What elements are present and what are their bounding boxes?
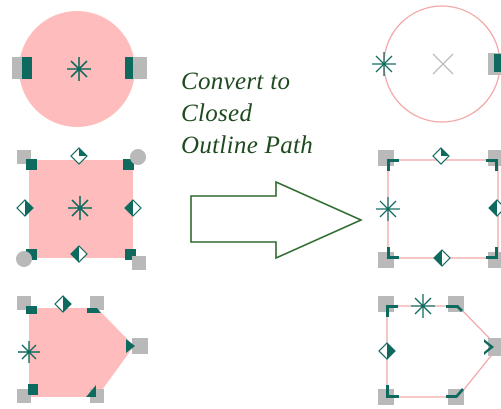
left-asterisk-icon	[376, 197, 400, 221]
center-asterisk-icon	[68, 196, 92, 220]
side-handle-right-icon	[488, 199, 501, 217]
caption: Convert to Closed Outline Path	[181, 66, 351, 162]
center-cross-icon	[432, 53, 454, 75]
convert-arrow-icon	[190, 180, 363, 260]
corner-handle-bottom-right	[488, 252, 501, 268]
caption-line-3: Outline Path	[181, 132, 314, 159]
point-handle-right	[488, 338, 501, 356]
left-asterisk-icon	[372, 52, 396, 76]
square-outline	[387, 159, 499, 259]
corner-handle-top-left	[17, 150, 37, 170]
corner-handle-bottom-left-round	[16, 249, 37, 267]
outline-square-shape	[376, 147, 501, 268]
filled-square-shape	[16, 147, 146, 270]
left-handle-teal	[22, 57, 32, 79]
side-handle-left-icon	[378, 342, 396, 360]
side-handle-top-icon	[70, 147, 88, 165]
left-asterisk-icon	[18, 341, 40, 363]
side-handle-left-icon	[16, 199, 34, 217]
side-handle-bottom-icon	[70, 245, 88, 263]
side-handle-top-icon	[54, 295, 72, 313]
right-handle-teal	[125, 57, 135, 79]
pentagon-fill	[29, 308, 134, 397]
side-handle-top-icon	[432, 147, 450, 165]
top-asterisk-icon	[411, 294, 435, 318]
right-handle-gray	[133, 57, 147, 79]
point-handle-right	[132, 338, 148, 354]
outline-circle-shape	[372, 5, 501, 123]
center-asterisk-icon	[67, 57, 91, 81]
corner-handle-top-right-round	[123, 149, 146, 170]
pentagon-outline	[386, 305, 499, 398]
caption-line-2: Closed	[181, 100, 253, 127]
outline-pentagon-shape	[378, 294, 501, 405]
corner-handle-top-right	[90, 296, 104, 310]
circle-outline	[383, 5, 501, 123]
filled-circle-shape	[12, 11, 147, 127]
filled-pentagon-shape	[17, 295, 148, 403]
corner-handle-bottom-left	[378, 252, 394, 268]
corner-handle-bottom-left	[17, 389, 31, 403]
side-handle-bottom-icon	[433, 249, 451, 267]
corner-handle-top-right	[488, 150, 501, 166]
corner-handle-top-left	[378, 150, 394, 166]
caption-line-1: Convert to	[181, 68, 291, 95]
side-handle-right-icon	[124, 199, 142, 217]
right-handle-teal	[494, 54, 501, 72]
corner-handle-bottom-right	[125, 249, 146, 270]
